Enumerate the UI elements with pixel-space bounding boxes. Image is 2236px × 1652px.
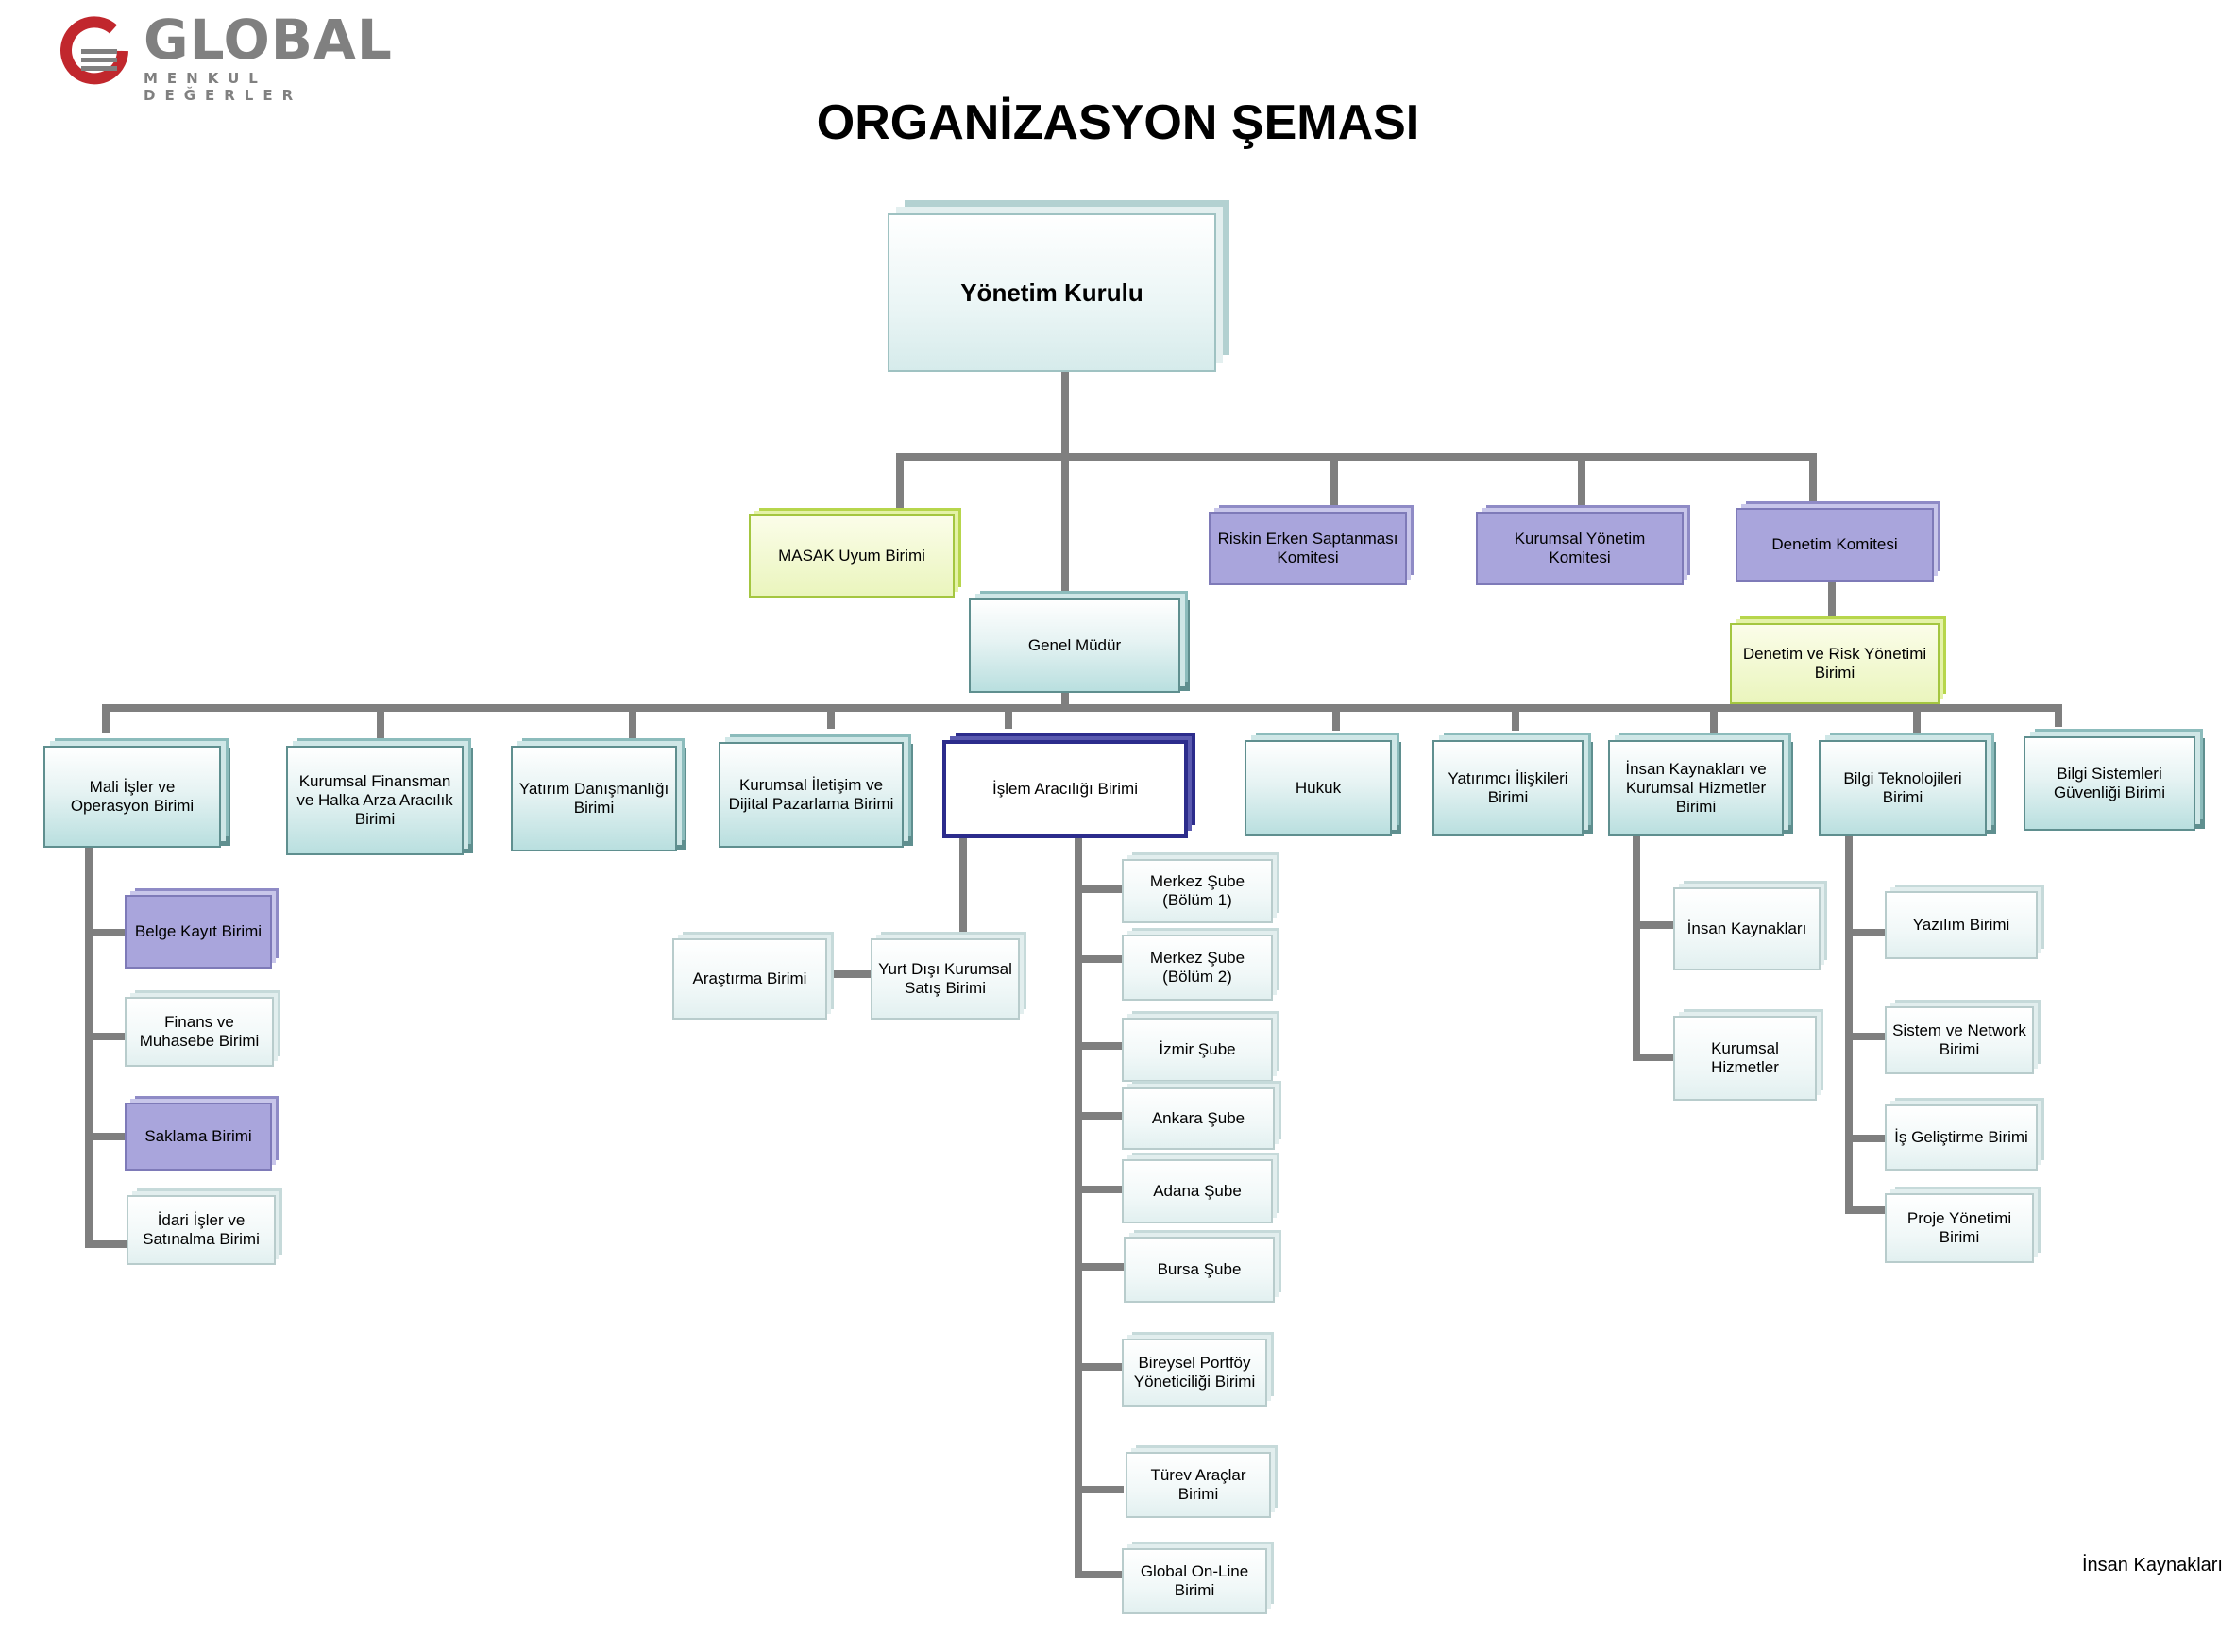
unit-research: Araştırma Birimi [672,938,827,1020]
unit-corporate-services: Kurumsal Hizmetler [1673,1016,1817,1101]
dept-investment-advisory: Yatırım Danışmanlığı Birimi [511,746,677,851]
logo-brand: GLOBAL [144,8,393,72]
branch-ankara: Ankara Şube [1122,1087,1275,1150]
unit-system-network: Sistem ve Network Birimi [1885,1006,2034,1074]
audit-risk-unit: Denetim ve Risk Yönetimi Birimi [1730,623,1940,704]
unit-human-resources: İnsan Kaynakları [1673,887,1821,970]
dept-human-resources: İnsan Kaynakları ve Kurumsal Hizmetler B… [1608,740,1784,836]
dept-information-technology: Bilgi Teknolojileri Birimi [1819,740,1987,836]
company-logo: GLOBAL MENKUL DEĞERLER [57,8,397,104]
branch-bursa: Bursa Şube [1124,1237,1275,1303]
logo-subtitle: MENKUL DEĞERLER [144,70,303,104]
unit-finance-accounting: Finans ve Muhasebe Birimi [125,997,274,1067]
unit-admin-procurement: İdari İşler ve Satınalma Birimi [127,1195,276,1265]
general-manager: Genel Müdür [969,598,1180,693]
unit-project-management: Proje Yönetimi Birimi [1885,1193,2034,1263]
page-title: ORGANİZASYON ŞEMASI [816,95,1420,150]
dept-investor-relations: Yatırımcı İlişkileri Birimi [1432,740,1584,836]
dept-corporate-finance: Kurumsal Finansman ve Halka Arza Aracılı… [286,746,464,855]
dept-legal: Hukuk [1245,740,1392,836]
branch-merkez-1: Merkez Şube (Bölüm 1) [1122,859,1273,923]
risk-committee: Riskin Erken Saptanması Komitesi [1209,512,1407,585]
unit-derivatives: Türev Araçlar Birimi [1126,1452,1271,1518]
unit-business-development: İş Geliştirme Birimi [1885,1104,2038,1171]
dept-information-security: Bilgi Sistemleri Güvenliği Birimi [2024,736,2195,831]
branch-adana: Adana Şube [1122,1159,1273,1223]
corporate-governance-committee: Kurumsal Yönetim Komitesi [1476,512,1684,585]
audit-committee: Denetim Komitesi [1736,508,1934,582]
masak-compliance-unit: MASAK Uyum Birimi [749,514,955,598]
unit-individual-portfolio: Bireysel Portföy Yöneticiliği Birimi [1122,1339,1267,1407]
unit-software: Yazılım Birimi [1885,891,2038,959]
unit-foreign-institutional-sales: Yurt Dışı Kurumsal Satış Birimi [871,938,1020,1020]
branch-merkez-2: Merkez Şube (Bölüm 2) [1122,935,1273,1001]
logo-ring-icon [60,16,128,85]
footer-label: İnsan Kaynakları [2082,1555,2223,1576]
branch-izmir: İzmir Şube [1122,1018,1273,1082]
unit-global-online: Global On-Line Birimi [1122,1548,1267,1614]
dept-corporate-communications: Kurumsal İletişim ve Dijital Pazarlama B… [719,742,904,848]
dept-brokerage: İşlem Aracılığı Birimi [942,740,1188,838]
unit-custody: Saklama Birimi [125,1103,272,1171]
unit-document-registry: Belge Kayıt Birimi [125,895,272,969]
board-of-directors: Yönetim Kurulu [888,213,1216,372]
dept-finance-operations: Mali İşler ve Operasyon Birimi [43,746,221,848]
